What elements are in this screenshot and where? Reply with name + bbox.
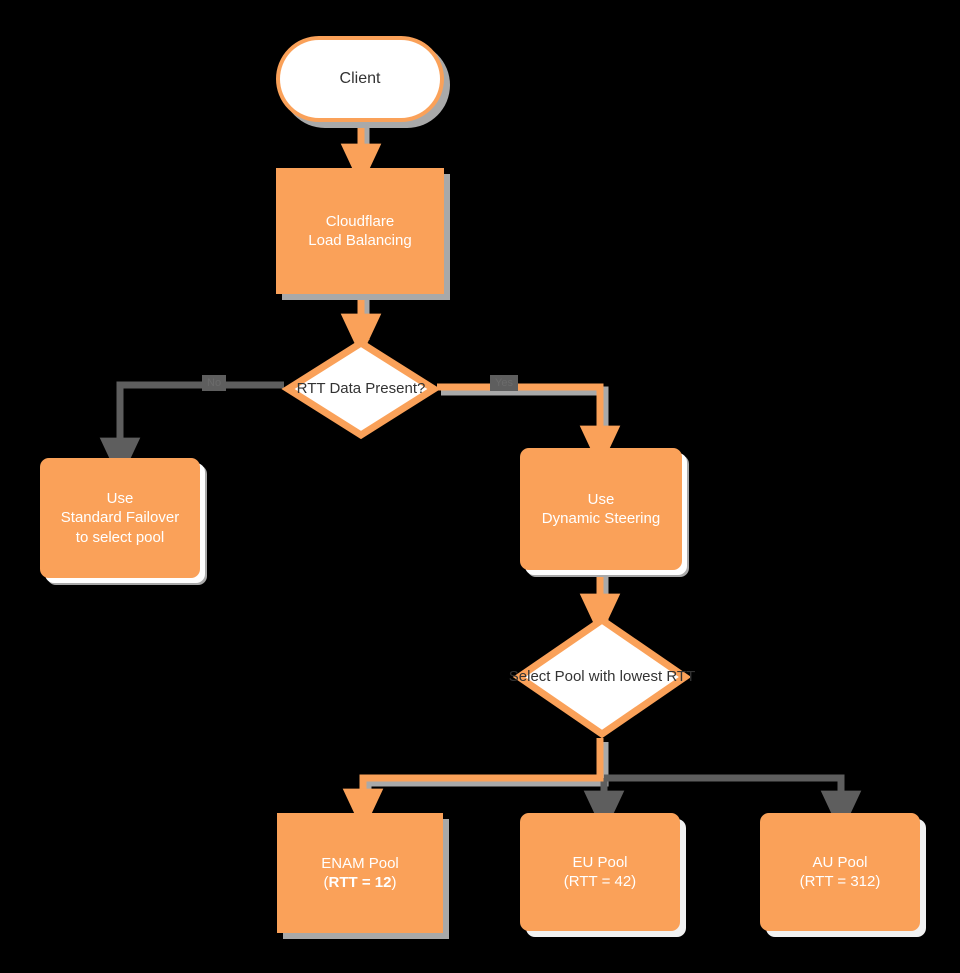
node-use-standard-failover[interactable]: Use Standard Failover to select pool: [40, 458, 200, 578]
node-rtt-data-present-label: RTT Data Present?: [296, 380, 426, 398]
edge-label-yes: Yes: [490, 375, 518, 392]
edge-rtt-to-standard-failover: [99, 381, 284, 481]
edge-shadow-select-enam: [362, 742, 609, 815]
edge-rtt-yes-to-dynamic-steering: [437, 383, 621, 469]
node-use-dynamic-steering-label: Use Dynamic Steering: [541, 490, 661, 527]
node-select-pool-lowest-rtt[interactable]: Select Pool with lowest RTT: [508, 613, 696, 741]
edge-select-pool-to-enam-pool: [342, 738, 604, 832]
node-client-label: Client: [339, 69, 381, 87]
edge-label-no: No: [202, 375, 227, 392]
node-eu-pool-name: EU Pool: [572, 853, 628, 871]
node-enam-pool-rtt-value: RTT = 12: [328, 874, 392, 891]
node-au-pool-label: AU Pool (RTT = 312): [800, 853, 881, 891]
node-eu-pool-label: EU Pool (RTT = 42): [564, 853, 636, 891]
node-eu-pool-rtt: (RTT = 42): [563, 873, 637, 890]
node-use-dynamic-steering[interactable]: Use Dynamic Steering: [520, 448, 682, 570]
edge-shadow-rtt-yes: [441, 386, 609, 452]
node-cloudflare-load-balancing-label: Cloudflare Load Balancing: [308, 212, 412, 249]
diamond-shape-rtt: [281, 338, 441, 440]
node-enam-pool[interactable]: ENAM Pool (RTT = 12): [277, 813, 443, 933]
edge-select-to-au-pool: [604, 774, 862, 834]
node-cloudflare-load-balancing[interactable]: Cloudflare Load Balancing: [276, 168, 444, 294]
node-enam-pool-name: ENAM Pool: [321, 854, 399, 872]
diamond-shape-select-pool: [512, 615, 692, 739]
node-use-standard-failover-label: Use Standard Failover to select pool: [60, 490, 180, 546]
node-enam-pool-label: ENAM Pool (RTT = 12): [321, 854, 399, 892]
node-au-pool-rtt: (RTT = 312): [799, 873, 881, 890]
node-eu-pool[interactable]: EU Pool (RTT = 42): [520, 813, 680, 931]
node-au-pool-name: AU Pool: [812, 853, 868, 871]
node-client[interactable]: Client: [276, 36, 444, 122]
node-enam-pool-paren-close: ): [391, 874, 397, 891]
node-select-pool-lowest-rtt-label: Select Pool with lowest RTT: [508, 668, 696, 686]
node-au-pool[interactable]: AU Pool (RTT = 312): [760, 813, 920, 931]
node-enam-pool-paren-open: (: [323, 874, 329, 891]
node-rtt-data-present[interactable]: RTT Data Present?: [281, 336, 441, 442]
